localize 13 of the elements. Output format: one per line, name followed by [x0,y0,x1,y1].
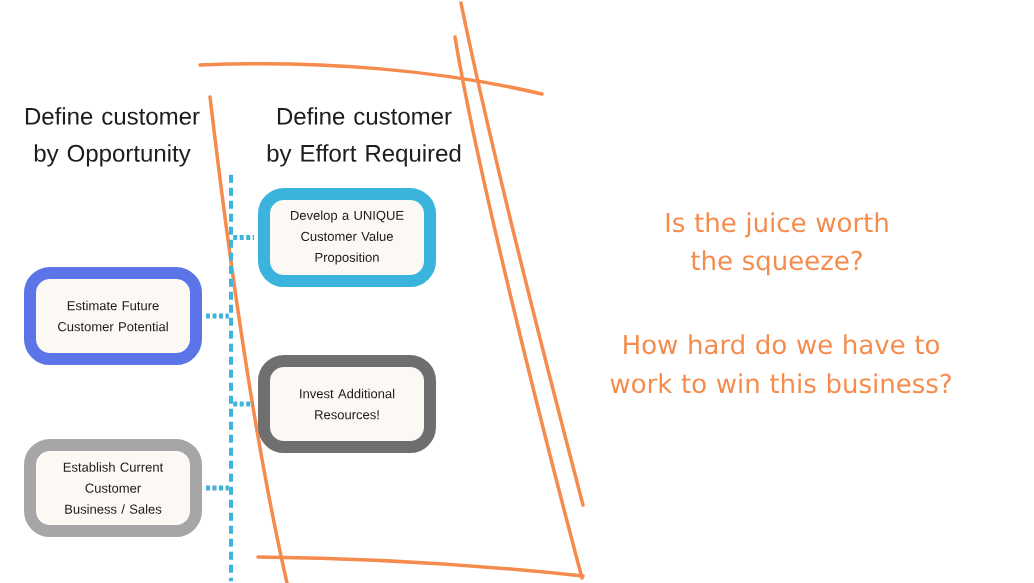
process-box: Estimate Future Customer Potential [24,267,202,365]
process-box: Invest Additional Resources! [258,355,436,453]
dotted-connector [206,313,229,319]
question-text: Is the juice worth the squeeze? [666,212,888,276]
dotted-connector [233,235,254,240]
process-box: Establish Current Customer Business / Sales [24,439,202,537]
column-heading: Define customer by Effort Required [267,107,461,167]
column-heading: Define customer by Opportunity [25,107,200,167]
dotted-connector [233,401,254,407]
dotted-connector [206,485,229,491]
dotted-line [229,174,233,582]
question-text: How hard do we have to work to win this business? [610,334,951,394]
process-box: Develop a UNIQUE Customer Value Proposition [258,188,436,287]
